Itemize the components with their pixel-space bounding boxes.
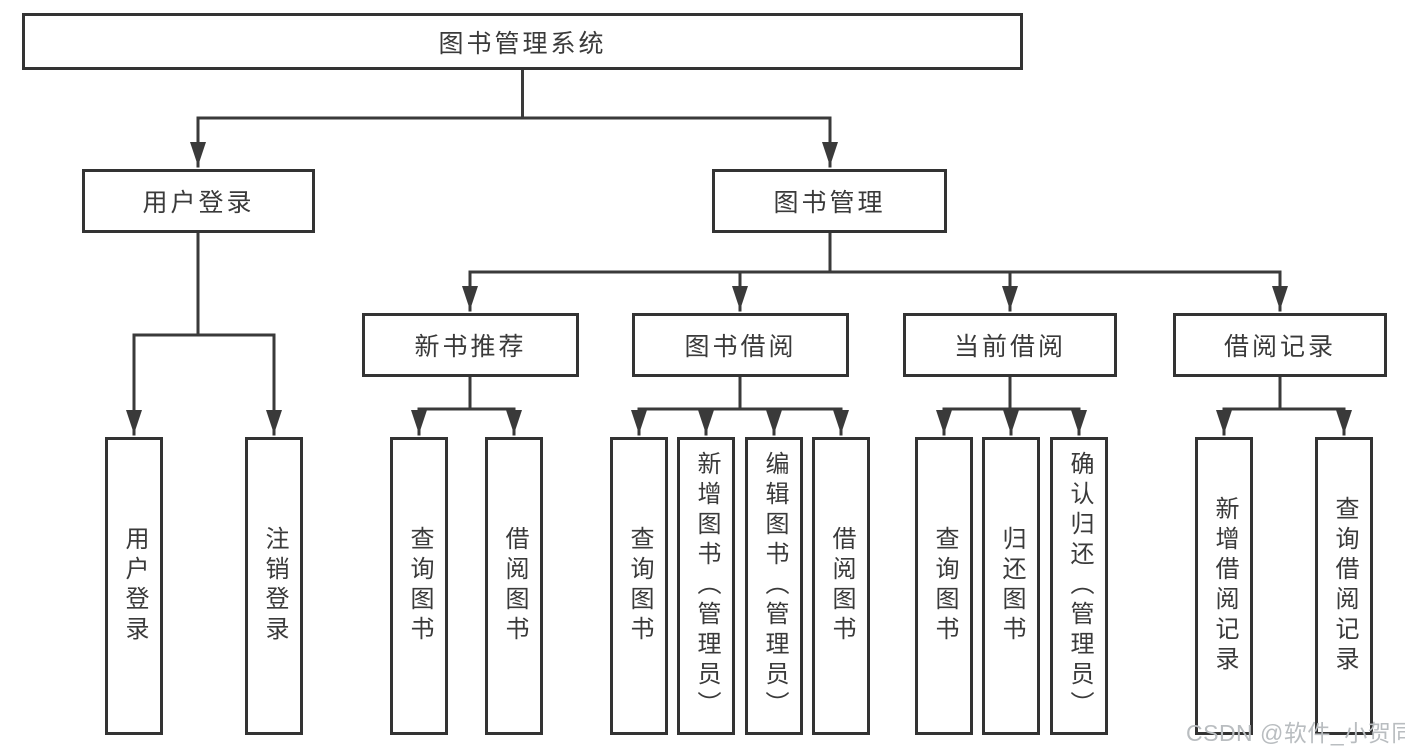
node-borrowing-records: 借阅记录 — [1173, 313, 1387, 377]
node-label: 当前借阅 — [953, 333, 1066, 361]
node-new-book-recommend: 新书推荐 — [362, 313, 579, 377]
leaf-query-books-current: 查询图书 — [915, 437, 973, 735]
node-label: 查询图书 — [931, 526, 958, 646]
leaf-add-books-admin: 新增图书（管理员） — [677, 437, 735, 735]
node-label: 图书管理系统 — [438, 29, 607, 58]
node-book-management: 图书管理 — [712, 169, 947, 233]
node-label: 用户登录 — [142, 189, 255, 217]
node-label: 确认归还（管理员） — [1066, 451, 1093, 721]
node-label: 借阅记录 — [1223, 333, 1336, 361]
node-label: 用户登录 — [121, 526, 148, 646]
connector-group-book-borrowing — [631, 375, 849, 436]
node-label: 借阅图书 — [828, 526, 855, 646]
node-label: 新增借阅记录 — [1211, 496, 1238, 676]
node-label: 借阅图书 — [501, 526, 528, 646]
connector-group-borrowing-records — [1216, 375, 1352, 436]
connector-group-current-borrowing — [936, 375, 1087, 436]
leaf-query-books-recommend: 查询图书 — [390, 437, 448, 735]
node-label: 查询图书 — [406, 526, 433, 646]
leaf-borrow-books-recommend: 借阅图书 — [485, 437, 543, 735]
connector-group-new-book-recommend — [411, 375, 522, 436]
node-book-management-system: 图书管理系统 — [22, 13, 1023, 70]
leaf-edit-books-admin: 编辑图书（管理员） — [745, 437, 803, 735]
connector-group-user-login — [126, 231, 282, 436]
node-user-login: 用户登录 — [82, 169, 315, 233]
node-label: 图书管理 — [773, 189, 886, 217]
node-label: 新增图书（管理员） — [693, 451, 720, 721]
node-book-borrowing: 图书借阅 — [632, 313, 849, 377]
node-label: 归还图书 — [998, 526, 1025, 646]
leaf-return-books: 归还图书 — [982, 437, 1040, 735]
connector-group-book-management — [462, 231, 1288, 312]
node-label: 查询图书 — [626, 526, 653, 646]
leaf-borrow-books: 借阅图书 — [812, 437, 870, 735]
leaf-user-login: 用户登录 — [105, 437, 163, 735]
node-label: 新书推荐 — [414, 333, 527, 361]
connector-group-root — [190, 68, 838, 168]
node-label: 编辑图书（管理员） — [761, 451, 788, 721]
node-label: 注销登录 — [261, 526, 288, 646]
node-current-borrowing: 当前借阅 — [903, 313, 1117, 377]
leaf-query-borrow-record: 查询借阅记录 — [1315, 437, 1373, 735]
leaf-confirm-return-admin: 确认归还（管理员） — [1050, 437, 1108, 735]
leaf-add-borrow-record: 新增借阅记录 — [1195, 437, 1253, 735]
csdn-watermark: CSDN @软件_小贺同学 — [1186, 720, 1405, 746]
node-label: 图书借阅 — [684, 333, 797, 361]
node-label: 查询借阅记录 — [1331, 496, 1358, 676]
leaf-query-books-borrowing: 查询图书 — [610, 437, 668, 735]
leaf-logout-login: 注销登录 — [245, 437, 303, 735]
